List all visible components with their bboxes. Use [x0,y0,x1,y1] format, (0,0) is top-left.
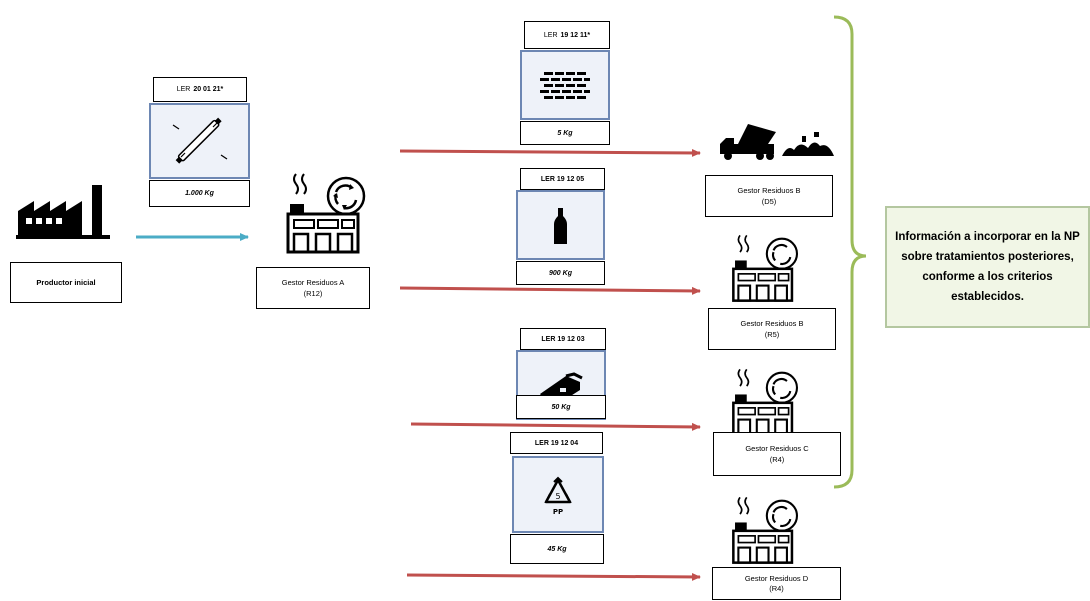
ler-code: LER 19 12 05 [540,175,585,183]
ler-code: LER 19 12 04 [534,439,579,447]
arrow-flow-1 [399,148,701,157]
ler-prefix: LER [543,31,558,39]
arrow-flow-3 [410,422,701,431]
dest-code: (R5) [764,330,780,339]
crushed-glass-icon [540,72,590,99]
manager-a-name: Gestor Residuos A [281,278,345,287]
ler-code: 19 12 11* [560,31,591,39]
dest-box-flow-3: Gestor Residuos C (R4) [713,432,841,476]
recycling-plant-icon [284,170,370,256]
dest-box-flow-4: Gestor Residuos D (R4) [712,567,841,600]
producer-box: Productor inicial [10,262,122,303]
info-text: Información a incorporar en la NP sobre … [895,231,1080,303]
dest-code: (D5) [761,197,777,206]
dest-name: Gestor Residuos C [745,444,809,453]
glass-bottle-icon [554,208,567,244]
weight-label-flow-4: 45 Kg [510,534,604,564]
recycling-plant-icon [730,494,802,566]
arrow-flow-2 [399,286,701,295]
curly-brace [833,15,867,489]
weight-label-flow-1: 5 Kg [520,121,610,145]
waste-image-a [149,103,250,179]
manager-a-code: (R12) [303,289,323,298]
producer-label: Productor inicial [36,278,96,287]
ler-code: 20 01 21* [193,86,224,93]
dest-code: (R4) [769,455,785,464]
ler-label-flow-3: LER 19 12 03 [520,328,606,350]
weight-label-flow-3: 50 Kg [516,395,606,419]
dest-name: Gestor Residuos D [744,573,809,583]
symbol-text: PP [553,508,563,516]
arrow-flow-4 [406,572,701,581]
recycling-plant-icon [730,366,802,438]
ler-label-flow-4: LER 19 12 04 [510,432,603,454]
factory-icon [16,185,110,249]
weight-label-flow-2: 900 Kg [516,261,605,285]
waste-image-flow-1 [520,50,610,120]
waste-image-flow-2 [516,190,605,260]
symbol-number: 5 [555,492,560,501]
recycling-plant-icon [730,232,802,304]
fluorescent-tube-icon [172,117,228,164]
ler-prefix: LER [176,86,191,93]
dest-box-flow-2: Gestor Residuos B (R5) [708,308,836,350]
waste-image-flow-4: 5 PP [512,456,604,533]
dest-name: Gestor Residuos B [737,186,801,195]
landfill-truck-icon [716,122,838,160]
manager-a-box: Gestor Residuos A (R12) [256,267,370,309]
ler-code: LER 19 12 03 [541,335,585,343]
dest-box-flow-1: Gestor Residuos B (D5) [705,175,833,217]
ler-label-flow-2: LER 19 12 05 [520,168,605,190]
weight-label-a: 1.000 Kg [149,180,250,207]
dest-code: (R4) [769,583,784,593]
pp-recycling-symbol-icon: 5 PP [544,476,572,516]
info-box: Información a incorporar en la NP sobre … [885,206,1090,328]
dest-name: Gestor Residuos B [740,319,804,328]
